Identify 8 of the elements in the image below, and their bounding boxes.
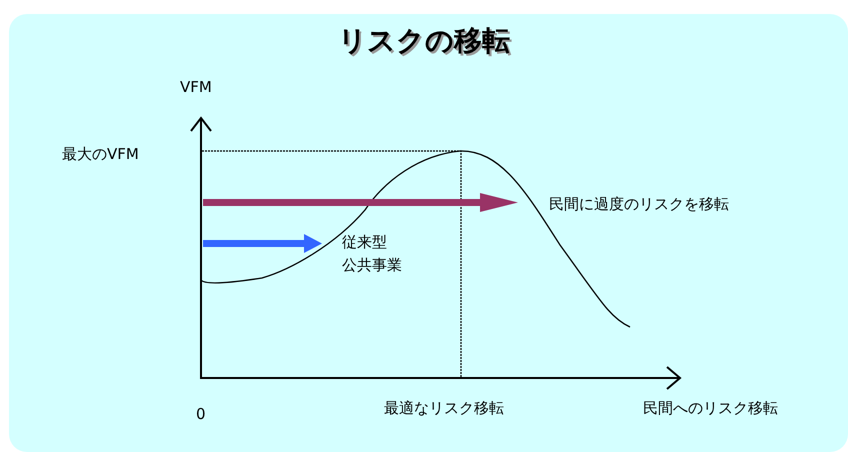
axis-label: 民間へのリスク移転 [643,398,778,419]
axis-label: VFM [180,77,212,98]
axis-label: 最適なリスク移転 [384,398,504,419]
axis-value-label: 0 [196,404,206,425]
title: リスクの移転 [337,23,511,59]
annotation: 従来型公共事業 [342,232,402,276]
annotation: 民間に過度のリスクを移転 [549,194,729,215]
axis-value-label: 最大のVFM [62,144,139,165]
